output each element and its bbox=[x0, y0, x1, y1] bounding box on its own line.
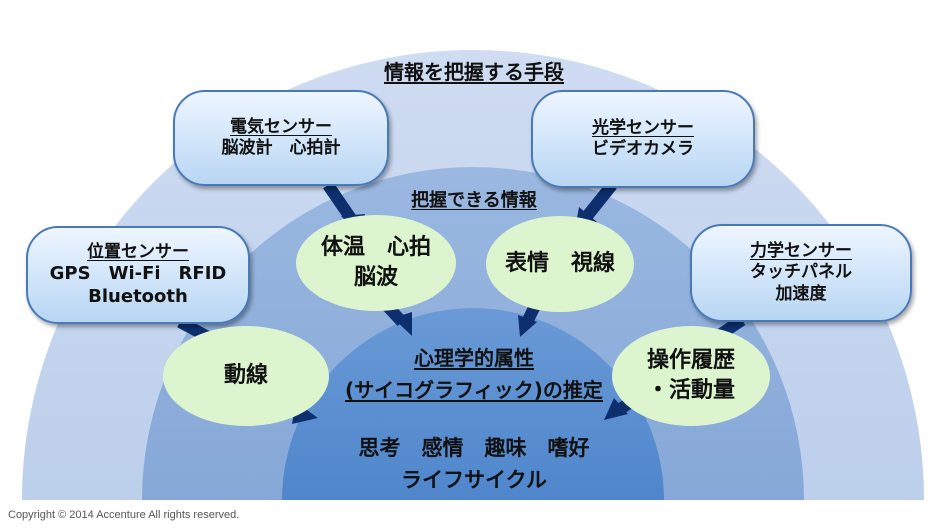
optical-sensor-title: 光学センサー bbox=[592, 117, 694, 138]
movement-info-bubble: 動線 bbox=[163, 326, 329, 426]
mechanical-sensor-title: 力学センサー bbox=[750, 241, 852, 262]
center-attributes-line1: 思考 感情 趣味 嗜好 bbox=[358, 436, 590, 460]
face-info-line1: 表情 視線 bbox=[504, 251, 615, 277]
position-sensor-box: 位置センサー GPS Wi-Fi RFID Bluetooth bbox=[26, 226, 250, 324]
operation-info-line1: 操作履歴 bbox=[646, 348, 735, 374]
inner-semicircle bbox=[282, 308, 664, 500]
face-info-bubble: 表情 視線 bbox=[486, 216, 634, 312]
mechanical-sensor-devices-2: 加速度 bbox=[775, 283, 827, 304]
mechanical-sensor-box: 力学センサー タッチパネル 加速度 bbox=[690, 224, 912, 322]
movement-info-line1: 動線 bbox=[223, 363, 268, 389]
electric-sensor-devices: 脳波計 心拍計 bbox=[221, 138, 341, 158]
outer-title: 情報を把握する手段 bbox=[384, 60, 564, 84]
mechanical-sensor-devices: タッチパネル bbox=[750, 262, 852, 283]
position-sensor-devices-2: Bluetooth bbox=[88, 285, 188, 307]
copyright-notice: Copyright © 2014 Accenture All rights re… bbox=[8, 509, 240, 521]
position-sensor-devices: GPS Wi-Fi RFID bbox=[49, 263, 227, 285]
optical-sensor-devices: ビデオカメラ bbox=[592, 139, 694, 159]
center-title-line1: 心理学的属性 bbox=[414, 346, 534, 370]
center-title-line2: (サイコグラフィック)の推定 bbox=[345, 378, 603, 402]
center-attributes-line2: ライフサイクル bbox=[401, 468, 547, 492]
operation-info-line2: ・活動量 bbox=[646, 378, 735, 403]
optical-sensor-box: 光学センサー ビデオカメラ bbox=[531, 90, 755, 188]
body-info-line2: 脳波 bbox=[353, 265, 398, 290]
body-info-bubble: 体温 心拍 脳波 bbox=[296, 215, 456, 311]
body-info-line1: 体温 心拍 bbox=[320, 235, 431, 261]
position-sensor-title: 位置センサー bbox=[87, 241, 189, 262]
operation-info-bubble: 操作履歴 ・活動量 bbox=[612, 326, 770, 426]
middle-title: 把握できる情報 bbox=[411, 190, 537, 211]
electric-sensor-title: 電気センサー bbox=[230, 116, 332, 137]
electric-sensor-box: 電気センサー 脳波計 心拍計 bbox=[173, 90, 389, 186]
